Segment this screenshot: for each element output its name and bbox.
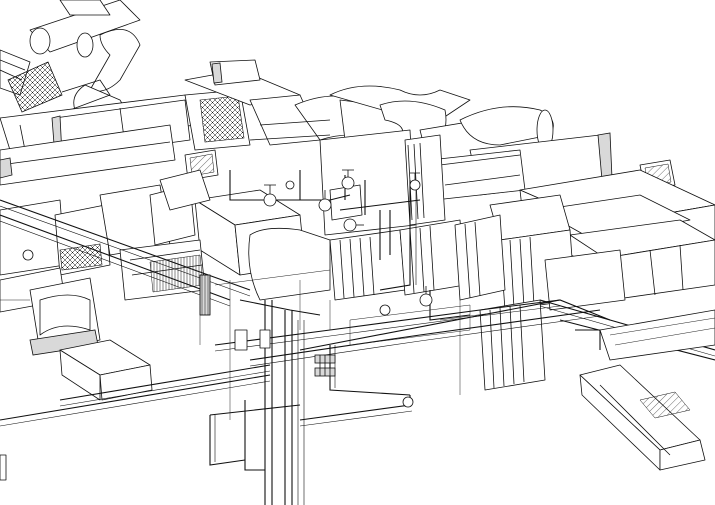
valve-9	[285, 180, 295, 190]
piping-network	[0, 170, 715, 505]
valve-3	[341, 169, 355, 190]
valve-7	[379, 304, 391, 316]
round-duct-top-right	[419, 106, 676, 201]
central-equipment	[194, 129, 546, 391]
valve-8	[402, 396, 414, 408]
left-equipment	[0, 169, 211, 481]
air-handling-units-right	[489, 169, 715, 311]
valves-and-fittings	[199, 169, 433, 408]
main-duct-run-left	[0, 89, 251, 186]
valve-2	[318, 190, 332, 212]
structural-lines	[0, 269, 501, 420]
valve-6	[419, 286, 433, 307]
valve-4	[343, 218, 364, 232]
valve-1	[263, 184, 277, 207]
duct-bottom-right	[579, 309, 715, 471]
valve-5	[409, 172, 421, 191]
